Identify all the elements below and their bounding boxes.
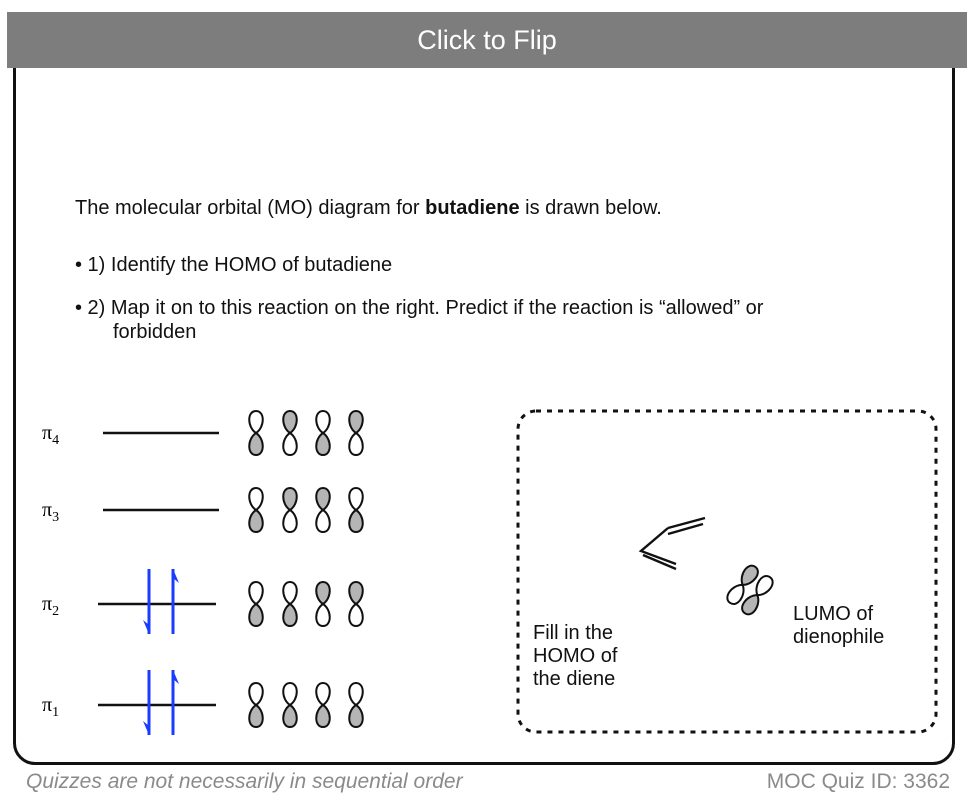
flashcard[interactable] [13,19,955,765]
p-orbital [315,486,331,534]
p-orbital [248,409,264,457]
dienophile-lumo [726,564,774,616]
p-orbital [315,681,331,729]
lumo-label: LUMO of dienophile [793,603,884,649]
p-orbital [248,580,264,628]
intro-prefix: The molecular orbital (MO) diagram for [75,197,426,219]
mo-level-2: π2 [42,569,364,634]
footer-note: Quizzes are not necessarily in sequentia… [26,770,463,793]
quiz-id: MOC Quiz ID: 3362 [766,770,950,793]
p-orbital [248,486,264,534]
bullet-1: • 1) Identify the HOMO of butadiene [75,254,393,276]
p-orbital [282,580,298,628]
mo-level-1: π1 [42,670,364,735]
level-label: π2 [42,593,59,619]
p-orbital [282,409,298,457]
level-label: π4 [42,422,59,448]
reaction-box [516,409,938,734]
intro-suffix: is drawn below. [519,197,662,219]
bullet-2-cont: forbidden [113,321,197,343]
mo-level-3: π3 [42,486,364,534]
level-label: π3 [42,499,59,525]
homo-label-line-3: the diene [533,668,616,690]
homo-label-line-1: Fill in the [533,622,614,644]
p-orbital [348,580,364,628]
intro-bold: butadiene [425,197,520,219]
p-orbital [348,486,364,534]
p-orbital [348,681,364,729]
p-orbital [348,409,364,457]
diene-structure [638,516,706,571]
lumo-label-line-2: dienophile [793,626,885,648]
bullet-2: • 2) Map it on to this reaction on the r… [75,296,925,344]
p-orbital [315,409,331,457]
p-orbital [315,580,331,628]
mo-levels: π4 π3 π2 π1 [42,409,364,735]
p-orbital [282,681,298,729]
level-label: π1 [42,694,59,720]
mo-level-4: π4 [42,409,364,457]
p-orbital [282,486,298,534]
bullet-2-line: • 2) Map it on to this reaction on the r… [75,297,764,319]
click-to-flip-button[interactable]: Click to Flip [7,12,967,68]
homo-label: Fill in the HOMO of the diene [533,622,617,691]
lumo-label-line-1: LUMO of [793,603,874,625]
p-orbital [248,681,264,729]
homo-label-line-2: HOMO of [533,645,618,667]
intro-text: The molecular orbital (MO) diagram for b… [75,197,662,220]
